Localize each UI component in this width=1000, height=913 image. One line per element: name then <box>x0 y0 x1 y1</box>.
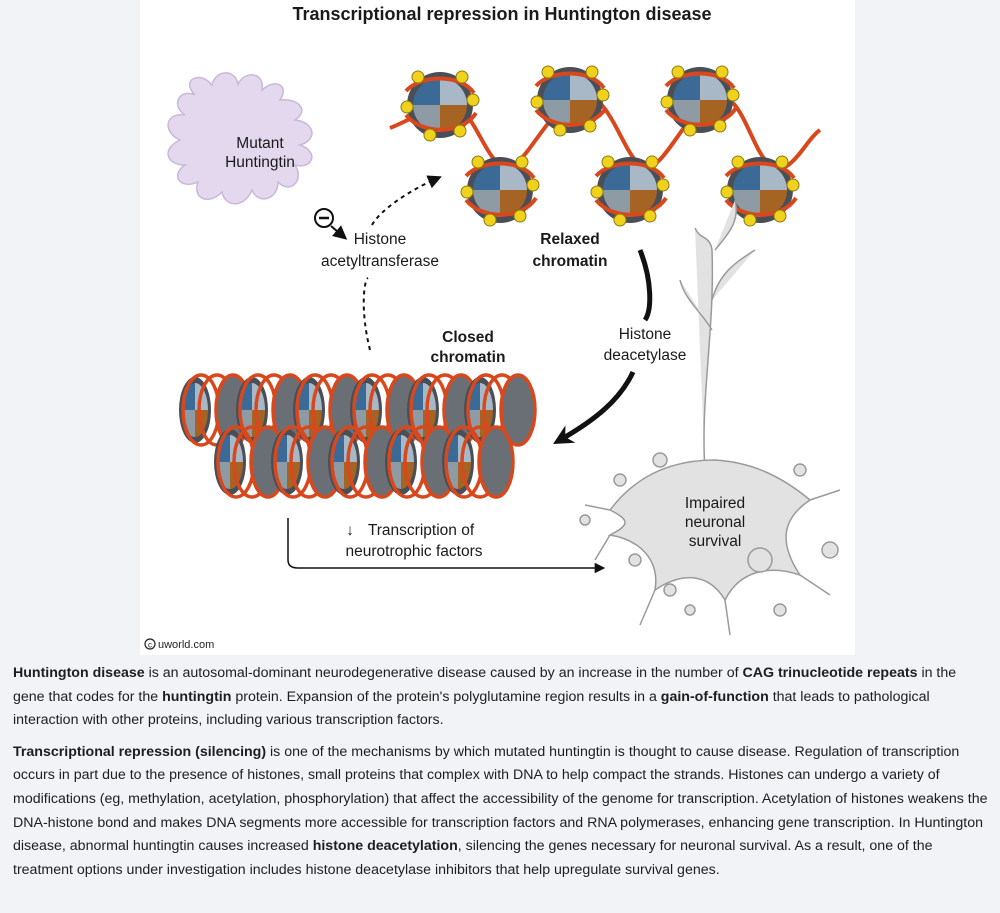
relaxed-chromatin <box>399 64 801 228</box>
explanation-text: Huntington disease is an autosomal-domin… <box>13 662 988 890</box>
acetylation-arrow <box>362 178 438 351</box>
transcription-label-2: neurotrophic factors <box>346 543 483 560</box>
svg-text:c: c <box>148 641 152 650</box>
transcription-label-1: Transcription of <box>368 522 475 539</box>
p2-seg-0: Transcriptional repression (silencing) <box>13 743 267 760</box>
relaxed-label-2: chromatin <box>533 253 608 270</box>
copyright-icon: c <box>144 638 156 650</box>
figure-image: Transcriptional repression in Huntington… <box>140 0 855 655</box>
inhibition-icon <box>314 208 348 240</box>
closed-label-1: Closed <box>442 329 494 346</box>
p1-seg-6: gain-of-function <box>660 688 769 705</box>
mutant-huntingtin-label-1: Mutant <box>236 135 284 152</box>
paragraph-2: Transcriptional repression (silencing) i… <box>13 741 988 883</box>
p1-seg-5: protein. Expansion of the protein's poly… <box>231 688 661 705</box>
relaxed-label-1: Relaxed <box>540 231 599 248</box>
impaired-label-1: Impaired <box>685 495 745 512</box>
transcription-down-arrow: ↓ <box>346 522 354 539</box>
p2-seg-3: , silencing the genes necessary for neur… <box>13 838 933 878</box>
mutant-huntingtin-shape <box>167 72 313 205</box>
hdac-label-1: Histone <box>619 326 672 343</box>
impaired-label-3: survival <box>689 533 742 550</box>
deacetylation-arrow <box>560 249 653 440</box>
neuron-illustration <box>579 199 841 636</box>
impaired-label-2: neuronal <box>685 514 745 531</box>
p1-seg-0: Huntington disease <box>13 665 145 681</box>
p1-seg-2: CAG trinucleotide repeats <box>742 665 918 681</box>
hat-label-1: Histone <box>354 231 407 248</box>
hdac-label-2: deacetylase <box>604 347 687 364</box>
copyright-text: uworld.com <box>158 639 214 651</box>
p1-seg-7: that leads to pathological interaction w… <box>13 688 930 729</box>
mutant-huntingtin-label-2: Huntingtin <box>225 154 295 171</box>
p2-seg-2: histone deacetylation <box>312 838 458 855</box>
p1-seg-1: is an autosomal-dominant neurodegenerati… <box>144 665 743 681</box>
p1-seg-3: in the gene that codes for the <box>13 665 957 705</box>
p1-seg-4: huntingtin <box>162 688 232 705</box>
figure-title: Transcriptional repression in Huntington… <box>292 4 711 24</box>
transcription-arrow <box>287 518 606 574</box>
hat-label-2: acetyltransferase <box>321 253 439 270</box>
closed-chromatin <box>177 373 537 499</box>
p2-seg-1: is one of the mechanisms by which mutate… <box>13 743 988 855</box>
paragraph-1: Huntington disease is an autosomal-domin… <box>13 662 988 733</box>
closed-label-2: chromatin <box>431 349 506 366</box>
